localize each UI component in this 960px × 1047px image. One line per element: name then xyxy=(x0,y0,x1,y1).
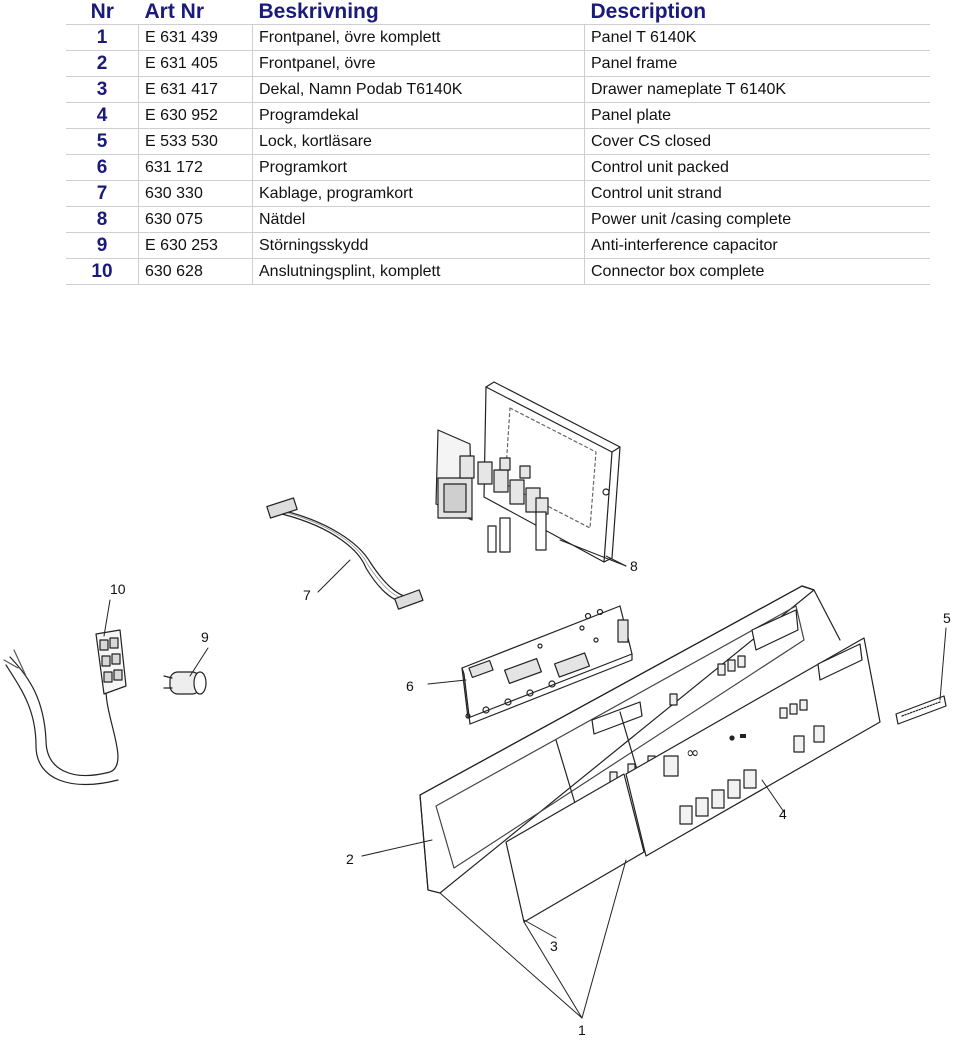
table-row: 9 E 630 253 Störningsskydd Anti-interfer… xyxy=(66,232,930,259)
table-row: 7 630 330 Kablage, programkort Control u… xyxy=(66,180,930,207)
table-row: 3 E 631 417 Dekal, Namn Podab T6140K Dra… xyxy=(66,76,930,103)
table-row: 5 E 533 530 Lock, kortläsare Cover CS cl… xyxy=(66,128,930,155)
svg-text:∞: ∞ xyxy=(686,743,699,762)
header-beskrivning: Beskrivning xyxy=(252,0,585,25)
header-art-nr: Art Nr xyxy=(138,0,253,25)
control-board-illustration xyxy=(461,605,633,725)
cell-description: Power unit /casing complete xyxy=(584,206,930,233)
cell-nr: 10 xyxy=(66,258,139,285)
cell-nr: 7 xyxy=(66,180,139,207)
cell-art-nr: E 631 405 xyxy=(138,50,253,77)
table-row: 8 630 075 Nätdel Power unit /casing comp… xyxy=(66,206,930,233)
connector-box-illustration xyxy=(3,629,127,786)
panel-plate-illustration: ∞ xyxy=(625,637,881,857)
cell-beskrivning: Programdekal xyxy=(252,102,585,129)
cell-art-nr: 630 628 xyxy=(138,258,253,285)
callout-8: 8 xyxy=(630,558,638,574)
cell-beskrivning: Dekal, Namn Podab T6140K xyxy=(252,76,585,103)
cell-beskrivning: Frontpanel, övre xyxy=(252,50,585,77)
cell-art-nr: E 631 417 xyxy=(138,76,253,103)
cell-beskrivning: Störningsskydd xyxy=(252,232,585,259)
cell-nr: 5 xyxy=(66,128,139,155)
cell-description: Connector box complete xyxy=(584,258,930,285)
table-row: 1 E 631 439 Frontpanel, övre komplett Pa… xyxy=(66,24,930,51)
cell-nr: 4 xyxy=(66,102,139,129)
callout-3: 3 xyxy=(550,938,558,954)
callout-4: 4 xyxy=(779,806,787,822)
cell-art-nr: 630 075 xyxy=(138,206,253,233)
cell-art-nr: E 631 439 xyxy=(138,24,253,51)
capacitor-illustration xyxy=(163,671,207,695)
cell-description: Panel frame xyxy=(584,50,930,77)
cell-art-nr: E 630 952 xyxy=(138,102,253,129)
table-row: 6 631 172 Programkort Control unit packe… xyxy=(66,154,930,181)
cell-beskrivning: Lock, kortläsare xyxy=(252,128,585,155)
leader-lines xyxy=(103,539,947,1019)
table-row: 10 630 628 Anslutningsplint, komplett Co… xyxy=(66,258,930,285)
table-row: 2 E 631 405 Frontpanel, övre Panel frame xyxy=(66,50,930,77)
callout-6: 6 xyxy=(406,678,414,694)
header-nr: Nr xyxy=(66,0,139,25)
cell-description: Drawer nameplate T 6140K xyxy=(584,76,930,103)
exploded-view-diagram: ∞ 8 10 7 5 9 6 4 2 xyxy=(3,381,951,1038)
cell-art-nr: E 630 253 xyxy=(138,232,253,259)
cell-beskrivning: Programkort xyxy=(252,154,585,181)
cell-beskrivning: Anslutningsplint, komplett xyxy=(252,258,585,285)
cell-nr: 3 xyxy=(66,76,139,103)
callout-1: 1 xyxy=(578,1022,586,1038)
cell-description: Panel T 6140K xyxy=(584,24,930,51)
table-header-row: Nr Art Nr Beskrivning Description xyxy=(66,0,930,25)
ribbon-cable-illustration xyxy=(266,497,424,610)
cell-description: Control unit packed xyxy=(584,154,930,181)
callout-7: 7 xyxy=(303,587,311,603)
table-row: 4 E 630 952 Programdekal Panel plate xyxy=(66,102,930,129)
callout-5: 5 xyxy=(943,610,951,626)
callout-9: 9 xyxy=(201,629,209,645)
cell-nr: 2 xyxy=(66,50,139,77)
cell-nr: 1 xyxy=(66,24,139,51)
cell-nr: 9 xyxy=(66,232,139,259)
cell-description: Cover CS closed xyxy=(584,128,930,155)
cell-description: Control unit strand xyxy=(584,180,930,207)
cell-beskrivning: Nätdel xyxy=(252,206,585,233)
cell-nr: 8 xyxy=(66,206,139,233)
cell-art-nr: 631 172 xyxy=(138,154,253,181)
power-unit-illustration xyxy=(435,381,621,563)
cell-description: Panel plate xyxy=(584,102,930,129)
callout-2: 2 xyxy=(346,851,354,867)
drawer-nameplate-illustration xyxy=(505,773,645,923)
cell-description: Anti-interference capacitor xyxy=(584,232,930,259)
parts-table: Nr Art Nr Beskrivning Description 1 E 63… xyxy=(66,0,930,285)
cell-nr: 6 xyxy=(66,154,139,181)
cell-art-nr: 630 330 xyxy=(138,180,253,207)
cell-art-nr: E 533 530 xyxy=(138,128,253,155)
callout-10: 10 xyxy=(110,581,126,597)
card-reader-cover-illustration xyxy=(895,695,947,725)
panel-frame-illustration xyxy=(419,585,841,894)
cell-beskrivning: Kablage, programkort xyxy=(252,180,585,207)
header-description: Description xyxy=(584,0,930,25)
cell-beskrivning: Frontpanel, övre komplett xyxy=(252,24,585,51)
